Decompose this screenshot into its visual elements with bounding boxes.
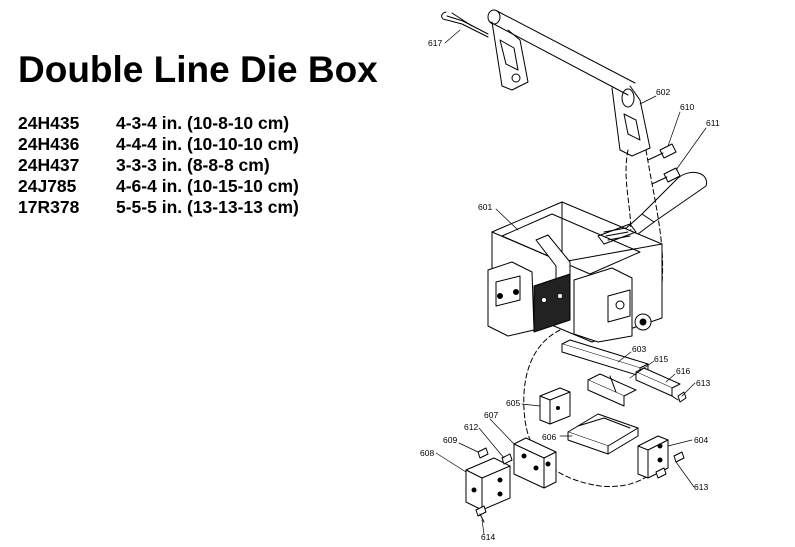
bolts-610-611	[647, 143, 681, 185]
part-label: 614	[481, 532, 495, 542]
model-size: 5-5-5 in. (13-13-13 cm)	[116, 197, 299, 217]
handle-bracket-602	[487, 9, 664, 301]
screws	[475, 391, 687, 523]
part-label: 613	[694, 482, 708, 492]
part-label: 603	[632, 344, 646, 354]
part-label: 606	[542, 432, 556, 442]
page-title: Double Line Die Box	[18, 49, 378, 90]
end-plate-604	[637, 435, 669, 479]
model-code: 24H436	[18, 134, 80, 154]
part-label: 601	[478, 202, 492, 212]
part-label: 617	[428, 38, 442, 48]
model-size: 4-4-4 in. (10-10-10 cm)	[116, 134, 299, 154]
model-code: 24J785	[18, 176, 77, 196]
part-label: 612	[464, 422, 478, 432]
model-code: 24H435	[18, 113, 80, 133]
die-plate-606	[567, 413, 639, 455]
part-label: 607	[484, 410, 498, 420]
model-code: 17R378	[18, 197, 80, 217]
bar-616	[635, 367, 681, 401]
clip-pin-617	[441, 11, 489, 38]
model-size: 3-3-3 in. (8-8-8 cm)	[116, 155, 270, 175]
model-code: 24H437	[18, 155, 80, 175]
part-label: 602	[656, 87, 670, 97]
part-label: 613	[696, 378, 710, 388]
leader-lines	[435, 29, 707, 535]
exploded-parts-diagram: 617 602 610 611 601 603 615 616 613 605 …	[420, 9, 720, 542]
block-605	[539, 387, 571, 425]
part-label: 609	[443, 435, 457, 445]
part-label: 610	[680, 102, 694, 112]
part-label: 615	[654, 354, 668, 364]
model-size: 4-3-4 in. (10-8-10 cm)	[116, 113, 290, 133]
part-label: 608	[420, 448, 434, 458]
die-box-601	[487, 201, 663, 343]
part-label: 605	[506, 398, 520, 408]
face-plate-608	[465, 457, 511, 511]
part-labels: 617 602 610 611 601 603 615 616 613 605 …	[420, 38, 720, 542]
end-plate-607	[513, 437, 557, 489]
part-label: 616	[676, 366, 690, 376]
model-size: 4-6-4 in. (10-15-10 cm)	[116, 176, 299, 196]
part-label: 611	[706, 118, 720, 128]
part-label: 604	[694, 435, 708, 445]
spacer-615	[587, 373, 637, 407]
